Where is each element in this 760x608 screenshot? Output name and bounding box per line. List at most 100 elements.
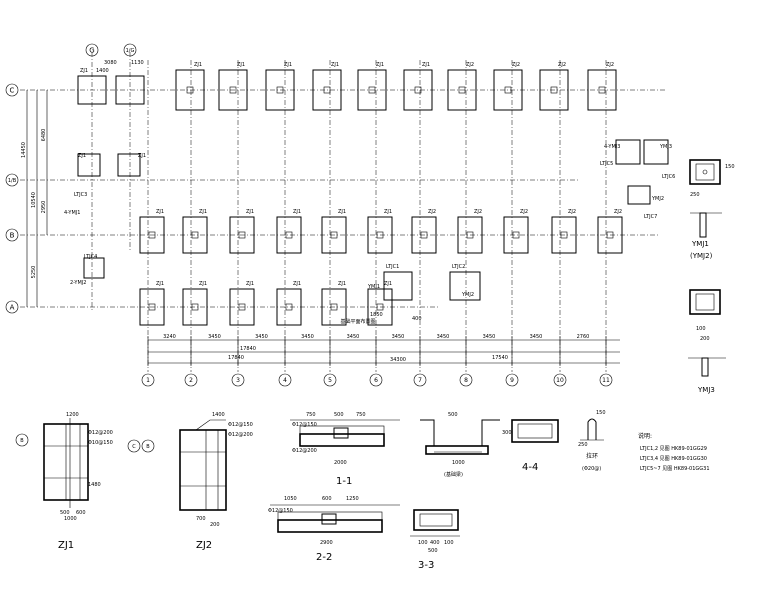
footing-tag: ZJ2 [428,209,436,215]
col-label-4: 4 [283,377,287,384]
svg-text:C: C [10,87,15,95]
svg-text:LTJC6: LTJC6 [662,174,675,180]
svg-text:YMJ1: YMJ1 [691,240,709,248]
col-bubble-1: 1 [141,373,155,387]
svg-text:250: 250 [690,192,700,198]
svg-text:200: 200 [210,522,220,528]
svg-text:1480: 1480 [88,482,101,488]
svg-text:200: 200 [700,336,710,342]
svg-text:4-YMJ1: 4-YMJ1 [64,210,80,216]
footing-tag: ZJ2 [474,209,482,215]
beam-detail: 500 1000 (基础梁) [420,412,500,478]
col-label-8: 8 [464,377,468,384]
svg-text:1850: 1850 [370,312,383,318]
footing-tag: ZJ1 [376,62,384,68]
bay-dim-8: 3450 [483,334,496,340]
col-label-11: 11 [602,377,610,384]
bay-dim-1: 3240 [163,334,176,340]
row-bubble-b: B [5,228,19,242]
right-end-details: 4-YMJ3 LTJC5 YMJ3 LTJC6 YMJ2 LTJC7 [600,139,675,220]
svg-text:1400: 1400 [212,412,225,418]
hook-detail: 250 150 拉环 (Φ20@) [578,410,606,472]
zj2-detail: C B 1400 Φ12@150 Φ12@200 700 200 ZJ2 [127,412,253,551]
svg-text:G: G [89,47,94,55]
col-bubble-1g: 1/G [123,43,137,57]
svg-text:150: 150 [596,410,606,416]
svg-text:B: B [10,232,15,240]
footing-tag: ZJ2 [466,62,474,68]
svg-text:750: 750 [306,412,316,418]
bay-dim-4: 3450 [301,334,314,340]
svg-text:LTJC2: LTJC2 [452,264,465,270]
svg-text:Φ12@200: Φ12@200 [228,432,253,438]
bay-dim-2: 3450 [208,334,221,340]
footing-r0-c2: ZJ1 [265,62,295,111]
row-bubble-c: C [5,83,19,97]
svg-text:300: 300 [502,430,512,436]
svg-text:LTJC5: LTJC5 [600,161,613,167]
svg-text:600: 600 [76,510,86,516]
svg-text:6480: 6480 [41,129,47,142]
footing-r1-c9: ZJ2 [551,209,577,254]
section-4-4: 300 4-4 [502,419,559,473]
svg-text:(YMJ2): (YMJ2) [690,252,713,260]
col-label-10: 10 [556,377,564,384]
footing-tag: ZJ1 [246,281,254,287]
footing-r0-c5: ZJ1 [403,62,433,111]
svg-text:400: 400 [430,540,440,546]
svg-text:100: 100 [418,540,428,546]
plan-title: 基础平面布置图 [340,318,375,325]
svg-text:17840: 17840 [228,355,244,361]
svg-text:17540: 17540 [492,355,508,361]
svg-text:Φ12@200: Φ12@200 [292,448,317,454]
bay-dim-7: 3450 [437,334,450,340]
col-label-6: 6 [374,377,378,384]
svg-text:B: B [146,444,150,450]
svg-text:1/B: 1/B [8,178,17,184]
svg-text:A: A [10,304,15,312]
col-label-1: 1 [146,377,150,384]
svg-text:1/G: 1/G [126,48,135,54]
col-bubble-3: 3 [231,373,245,387]
footing-r0-c4: ZJ1 [357,62,387,111]
note-line-2: LTJC3,4 见图 HK89-01GG30 [640,456,707,462]
col-bubble-10: 10 [553,373,567,387]
svg-text:YMJ2: YMJ2 [651,196,664,202]
col-bubble-5: 5 [323,373,337,387]
col-bubble-7: 7 [413,373,427,387]
svg-text:150: 150 [725,164,735,170]
grid-lines [20,52,665,372]
col-bubble-11: 11 [599,373,613,387]
svg-text:YMJ3: YMJ3 [697,386,715,394]
col-label-7: 7 [418,377,422,384]
svg-text:100: 100 [444,540,454,546]
note-line-3: LTJC5~7 见图 HK89-01GG31 [640,466,710,472]
footing-tag: ZJ1 [338,281,346,287]
bay-dim-6: 3450 [392,334,405,340]
svg-text:250: 250 [578,442,588,448]
footing-r0-c1: ZJ1 [218,62,248,111]
footing-r0-c3: ZJ1 [312,62,342,111]
footing-r0-c9: ZJ2 [587,62,617,111]
middle-ltjc-details: LTJC1 LTJC2 YMJ1 YMJ2 400 1850 [367,264,481,322]
bay-dim-10: 2760 [577,334,590,340]
notes-title: 说明: [638,432,652,440]
row-bubble-1b: 1/B [5,173,19,187]
svg-text:拉环: 拉环 [586,452,598,460]
svg-text:YMJ1: YMJ1 [367,284,380,290]
footing-r1-c8: ZJ2 [503,209,529,254]
col-label-9: 9 [510,377,514,384]
zj1-title: ZJ1 [58,540,74,551]
ymj3-detail: 100 200 YMJ3 [688,289,726,394]
svg-text:ZJ1: ZJ1 [78,153,86,159]
footing-tag: ZJ1 [156,209,164,215]
col-bubble-g: G [85,43,99,57]
footing-tag: ZJ1 [194,62,202,68]
footing-r0-c0: ZJ1 [175,62,205,111]
svg-text:5250: 5250 [31,266,37,279]
svg-text:2000: 2000 [334,460,347,466]
zj2-title: ZJ2 [196,540,212,551]
section-2-2: 1050 600 1250 Φ12@150 2900 2-2 [268,496,400,563]
svg-text:LTJC3: LTJC3 [74,192,87,198]
g-column-footings: ZJ1 1400 3080 1130 ZJ1 ZJ1 4-YMJ1 LTJC3 … [64,60,146,286]
